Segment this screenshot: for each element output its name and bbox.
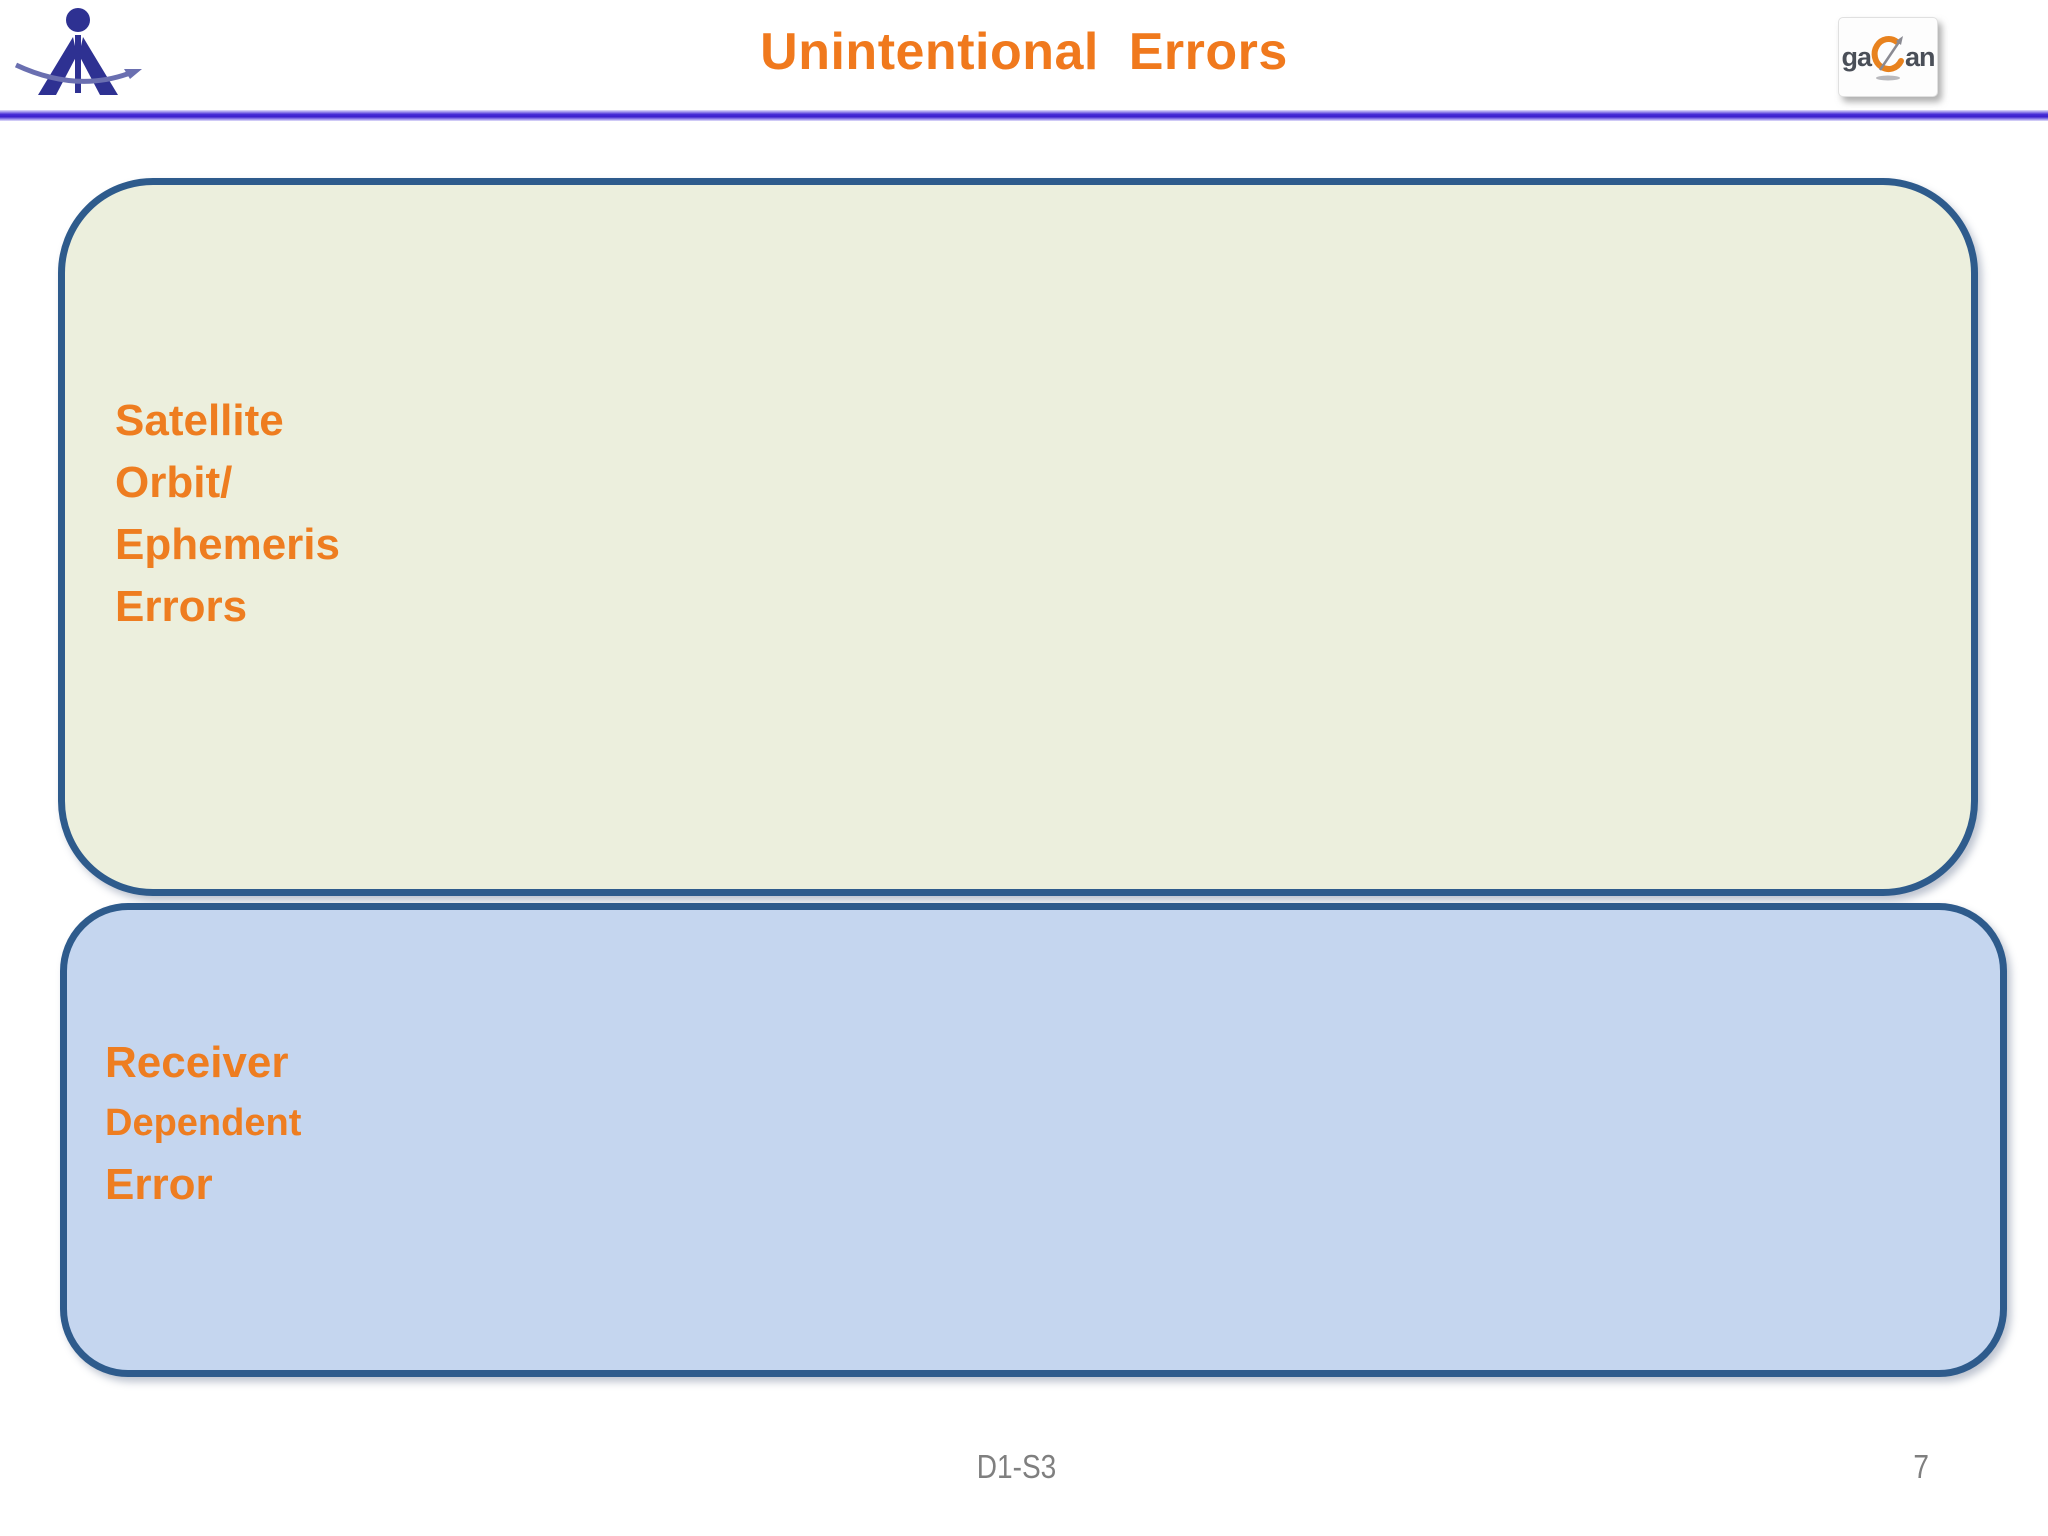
satellite-box-label-line: Orbit/ [115,458,233,507]
gagan-crescent-icon [1868,32,1908,82]
header-divider-line [0,110,2048,121]
aai-logo [14,5,146,105]
receiver-box-label-line: Receiver [105,1038,289,1087]
slide-title: Unintentional Errors [760,23,1288,81]
aai-logo-graphic [14,8,142,95]
satellite-box-label: Satellite Orbit/ Ephemeris Errors [115,390,340,638]
receiver-box-label: Receiver Dependent Error [105,1032,301,1215]
footer-page-number: 7 [1913,1448,1929,1485]
receiver-box-label-line: Error [105,1160,213,1209]
satellite-box-label-line: Ephemeris [115,520,340,569]
gagan-logo-text-right: an [1905,41,1935,72]
gagan-logo-text-left: ga [1841,41,1871,72]
gagan-logo: ga an [1838,17,1938,97]
satellite-box-label-line: Errors [115,582,248,631]
footer-session-label: D1-S3 [976,1448,1057,1485]
receiver-dependent-error-box: Receiver Dependent Error [60,903,2007,1377]
satellite-ephemeris-errors-box: Satellite Orbit/ Ephemeris Errors [58,178,1978,896]
satellite-box-label-line: Satellite [115,396,284,445]
receiver-box-label-line: Dependent [105,1102,302,1144]
